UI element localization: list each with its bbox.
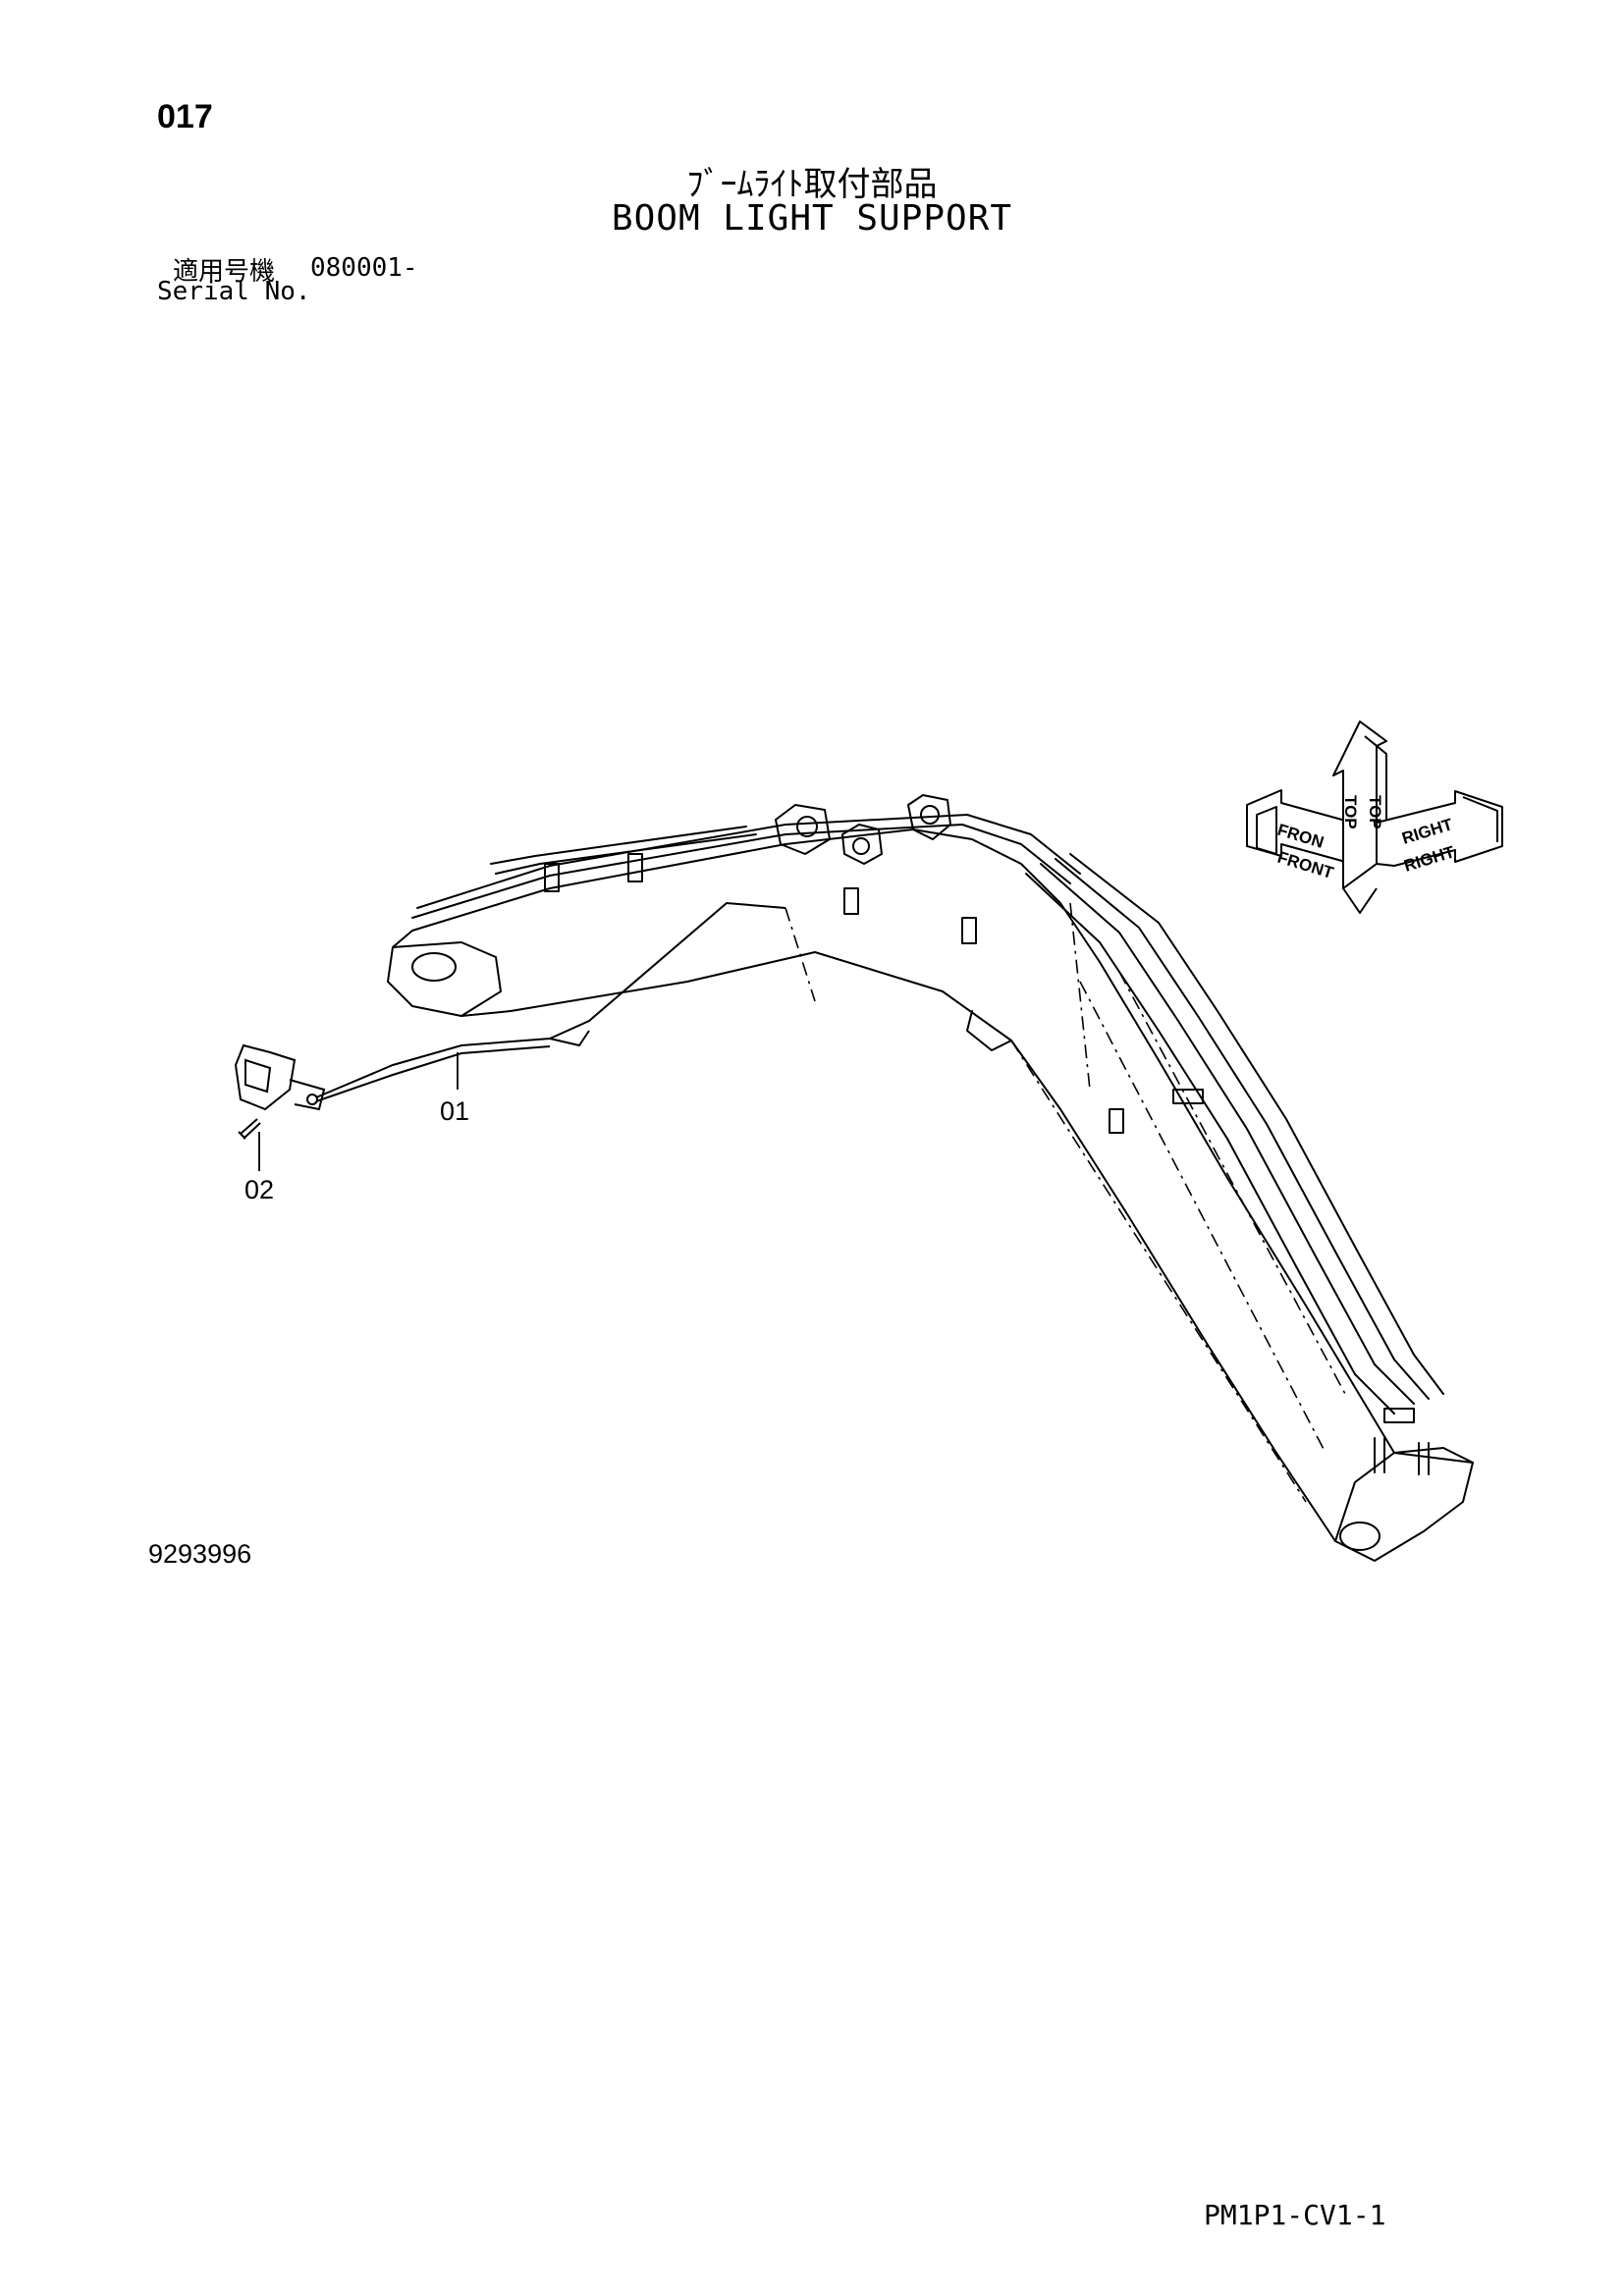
page-title-japanese: ﾌﾞｰﾑﾗｲﾄ取付部品 bbox=[686, 165, 938, 204]
figure-part-number: 9293996 bbox=[148, 1539, 252, 1569]
serial-value: 080001- bbox=[310, 253, 418, 283]
orientation-indicator bbox=[1246, 721, 1503, 914]
page-title-english: BOOM LIGHT SUPPORT bbox=[611, 198, 1013, 239]
direction-top: TOP bbox=[1341, 795, 1360, 829]
callout-02: 02 bbox=[244, 1175, 275, 1204]
direction-top-shadow: TOP bbox=[1366, 795, 1384, 829]
page-number: 017 bbox=[157, 98, 213, 135]
serial-label-english: Serial No. bbox=[157, 277, 311, 306]
document-code: PM1P1-CV1-1 bbox=[1204, 2199, 1386, 2231]
callout-01: 01 bbox=[440, 1096, 470, 1126]
serial-label-japanese: 適用号機 bbox=[173, 257, 276, 287]
